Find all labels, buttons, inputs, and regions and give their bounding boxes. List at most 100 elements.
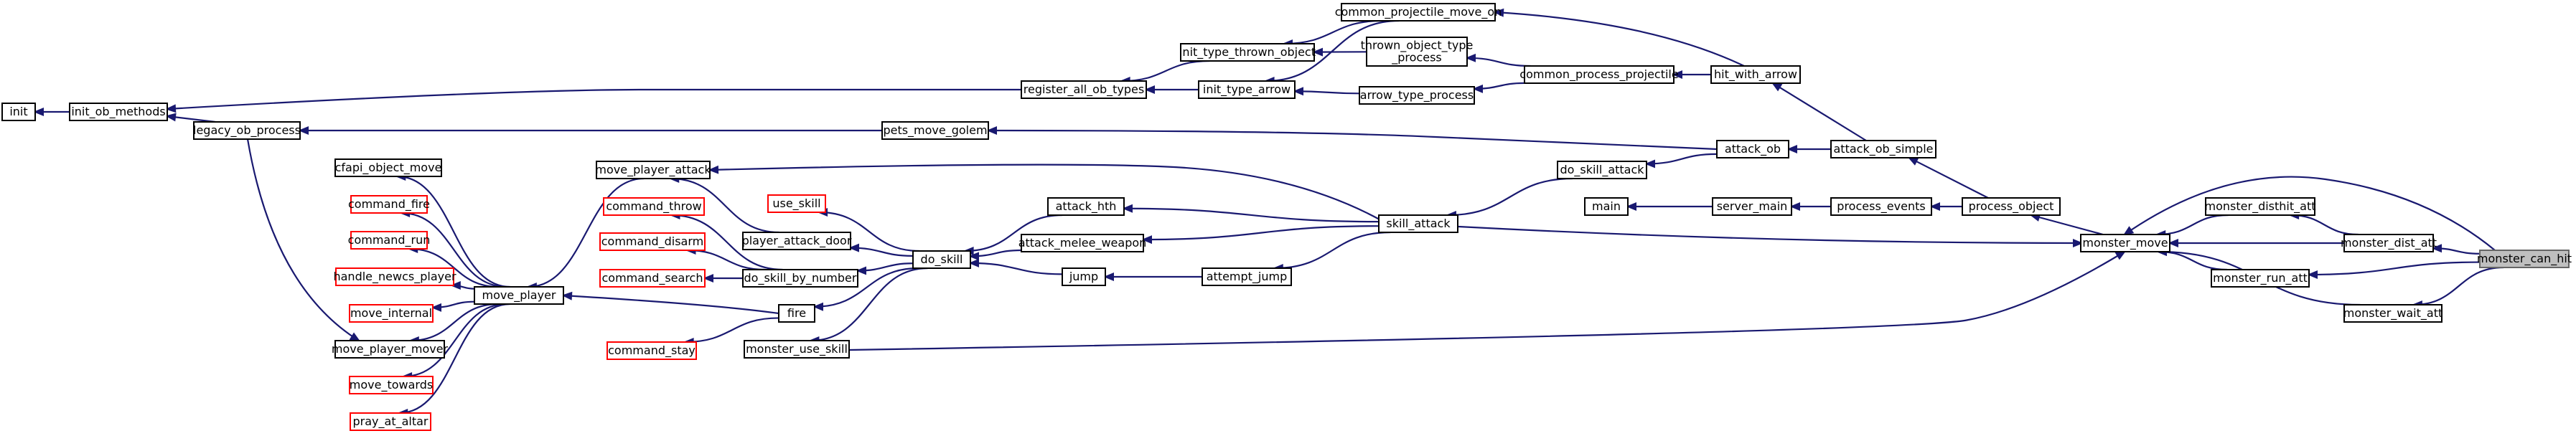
node-label-attempt_jump: attempt_jump xyxy=(1207,270,1288,284)
node-process_object[interactable]: process_object xyxy=(1962,197,2061,216)
node-monster_can_hit: monster_can_hit xyxy=(2477,250,2572,268)
node-monster_disthit_att[interactable]: monster_disthit_att xyxy=(2205,197,2316,216)
node-command_run[interactable]: command_run xyxy=(348,231,431,250)
arrowhead-fire-to-do_skill xyxy=(812,302,823,311)
node-pray_at_altar[interactable]: pray_at_altar xyxy=(350,412,431,431)
node-label-process_object: process_object xyxy=(1969,199,2054,214)
node-attack_ob[interactable]: attack_ob xyxy=(1716,140,1789,158)
node-move_internal[interactable]: move_internal xyxy=(349,304,434,323)
node-common_process_projectile[interactable]: common_process_projectile xyxy=(1519,65,1679,84)
node-label-jump: jump xyxy=(1069,270,1098,283)
arrowhead-monster_move-to-skill_attack xyxy=(2073,239,2084,247)
node-jump[interactable]: jump xyxy=(1062,267,1106,286)
node-label-command_run: command_run xyxy=(348,233,431,247)
node-main[interactable]: main xyxy=(1584,197,1629,216)
node-move_player_mover[interactable]: move_player_mover xyxy=(332,340,449,359)
arrowhead-init_type_arrow-to-arrow_type_process xyxy=(1293,87,1303,96)
node-monster_dist_att[interactable]: monster_dist_att xyxy=(2341,234,2437,252)
node-legacy_ob_process[interactable]: legacy_ob_process xyxy=(193,121,301,140)
node-monster_move[interactable]: monster_move xyxy=(2080,234,2170,252)
arrowhead-init_ob_methods-to-legacy_ob_process xyxy=(165,113,177,122)
arrowhead-monster_move-to-monster_can_hit xyxy=(2122,226,2135,236)
edge-thrown_object_type_process-to-common_process_projectile xyxy=(1466,57,1531,67)
node-command_fire[interactable]: command_fire xyxy=(348,195,430,214)
node-box-monster_run_att xyxy=(2211,269,2310,288)
node-monster_use_skill[interactable]: monster_use_skill xyxy=(744,340,850,359)
node-label-do_skill_by_number: do_skill_by_number xyxy=(744,271,857,285)
node-label-attack_ob_simple: attack_ob_simple xyxy=(1834,142,1934,156)
edge-pets_move_golem-to-attack_ob xyxy=(988,129,1718,151)
node-command_throw[interactable]: command_throw xyxy=(603,197,705,216)
node-register_all_ob_types[interactable]: register_all_ob_types xyxy=(1021,80,1147,99)
arrowhead-move_player_attack-to-skill_attack xyxy=(708,165,719,174)
node-player_attack_door[interactable]: player_attack_door xyxy=(742,232,852,250)
node-move_player[interactable]: move_player xyxy=(474,286,564,305)
node-cfapi_object_move[interactable]: cfapi_object_move xyxy=(334,158,442,177)
node-label-register_all_ob_types: register_all_ob_types xyxy=(1024,82,1144,97)
arrowhead-move_player-to-fire xyxy=(561,291,573,300)
node-box-move_towards xyxy=(349,376,434,394)
arrowhead-arrow_type_process-to-common_process_projectile xyxy=(1472,84,1483,93)
node-label-move_player: move_player xyxy=(482,288,556,303)
node-label-move_player_mover: move_player_mover xyxy=(332,342,449,356)
node-fire[interactable]: fire xyxy=(778,304,815,323)
node-command_disarm[interactable]: command_disarm xyxy=(599,232,706,251)
node-do_skill_attack[interactable]: do_skill_attack xyxy=(1557,161,1647,179)
node-label-main: main xyxy=(1592,199,1621,213)
node-hit_with_arrow[interactable]: hit_with_arrow xyxy=(1710,65,1801,84)
node-label-monster_can_hit: monster_can_hit xyxy=(2477,252,2572,266)
node-thrown_object_type_process[interactable]: thrown_object_type_process xyxy=(1361,37,1474,67)
node-arrow_type_process[interactable]: arrow_type_process xyxy=(1359,86,1475,105)
node-box-move_player_mover xyxy=(334,340,445,359)
node-monster_wait_att[interactable]: monster_wait_att xyxy=(2343,304,2443,323)
node-box-cfapi_object_move xyxy=(334,158,442,177)
node-init[interactable]: init xyxy=(1,103,36,121)
node-attack_melee_weapon[interactable]: attack_melee_weapon xyxy=(1018,234,1147,252)
node-attack_ob_simple[interactable]: attack_ob_simple xyxy=(1830,140,1936,158)
arrowhead-common_process_projectile-to-hit_with_arrow xyxy=(1672,70,1682,79)
node-do_skill_by_number[interactable]: do_skill_by_number xyxy=(742,269,858,288)
node-init_ob_methods[interactable]: init_ob_methods xyxy=(69,103,168,121)
node-init_type_thrown_object[interactable]: init_type_thrown_object xyxy=(1179,43,1316,62)
edge-init_type_arrow-to-arrow_type_process xyxy=(1294,90,1360,95)
arrowhead-common_projectile_move_on-to-hit_with_arrow xyxy=(1493,8,1504,17)
arrowhead-thrown_object_type_process-to-common_process_projectile xyxy=(1465,53,1476,62)
edge-skill_attack-to-do_skill_attack xyxy=(1447,177,1573,217)
node-box-init xyxy=(1,103,36,121)
node-do_skill[interactable]: do_skill xyxy=(912,250,971,269)
node-box-command_throw xyxy=(603,197,705,216)
node-server_main[interactable]: server_main xyxy=(1712,197,1792,216)
edge-monster_move-to-monster_use_skill xyxy=(849,251,2125,351)
arrowhead-do_skill-to-attack_melee_weapon xyxy=(968,252,979,261)
node-box-init_type_thrown_object xyxy=(1180,43,1315,62)
arrowhead-pets_move_golem-to-attack_ob xyxy=(986,126,997,135)
arrowhead-attack_melee_weapon-to-skill_attack xyxy=(1141,235,1152,245)
node-use_skill[interactable]: use_skill xyxy=(767,194,826,213)
node-handle_newcs_player[interactable]: handle_newcs_player xyxy=(333,267,456,286)
node-label-pray_at_altar: pray_at_altar xyxy=(353,414,428,429)
node-command_stay[interactable]: command_stay xyxy=(606,341,697,360)
node-label-attack_ob: attack_ob xyxy=(1725,142,1781,156)
node-monster_run_att[interactable]: monster_run_att xyxy=(2211,269,2310,288)
node-pets_move_golem[interactable]: pets_move_golem xyxy=(881,121,989,140)
edge-monster_run_att-to-monster_can_hit xyxy=(2308,261,2481,276)
edge-do_skill-to-attack_hth xyxy=(965,214,1063,252)
edge-monster_move-to-skill_attack xyxy=(1458,225,2082,245)
node-init_type_arrow[interactable]: init_type_arrow xyxy=(1198,80,1296,99)
node-box-monster_wait_att xyxy=(2343,304,2442,323)
node-label-monster_dist_att: monster_dist_att xyxy=(2341,236,2437,250)
node-skill_attack[interactable]: skill_attack xyxy=(1378,214,1458,233)
node-box-monster_move xyxy=(2080,234,2170,252)
node-common_projectile_move_on[interactable]: common_projectile_move_on xyxy=(1335,3,1502,22)
node-move_towards[interactable]: move_towards xyxy=(349,376,434,394)
node-attack_hth[interactable]: attack_hth xyxy=(1047,197,1125,216)
node-command_search[interactable]: command_search xyxy=(599,269,706,288)
node-box-attack_hth xyxy=(1047,197,1125,216)
node-move_player_attack[interactable]: move_player_attack xyxy=(595,161,711,179)
node-box-do_skill xyxy=(912,250,971,269)
node-process_events[interactable]: process_events xyxy=(1830,197,1932,216)
node-attempt_jump[interactable]: attempt_jump xyxy=(1202,267,1292,286)
node-label-command_search: command_search xyxy=(601,271,703,285)
arrowhead-init_type_thrown_object-to-thrown_object_type_process xyxy=(1312,47,1323,57)
node-label-handle_newcs_player: handle_newcs_player xyxy=(333,270,456,284)
